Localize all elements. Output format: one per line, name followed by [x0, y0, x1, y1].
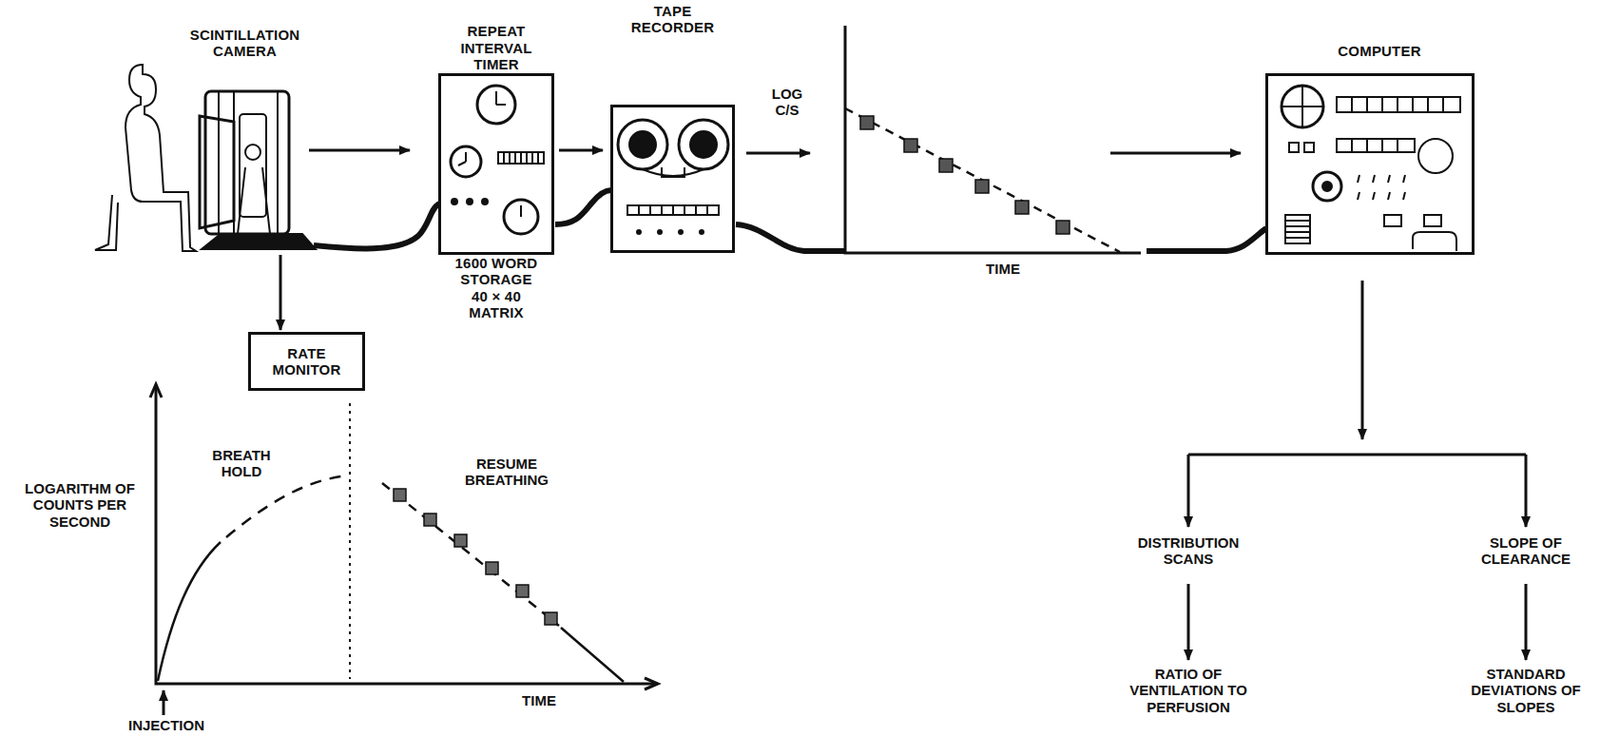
graph-label: RATIO OF VENTILATION TO PERFUSION — [1126, 665, 1251, 715]
device-label: 1600 WORD STORAGE 40 × 40 MATRIX — [452, 254, 540, 321]
device-label: SCINTILLATION CAMERA — [180, 26, 309, 60]
device-label: COMPUTER — [1303, 42, 1456, 59]
device-box: COMPUTER — [1265, 73, 1475, 255]
output-arrow — [1187, 454, 1191, 527]
graph-label: RESUME BREATHING — [444, 455, 569, 489]
output-branch — [1188, 453, 1526, 457]
flow-arrow — [559, 149, 603, 153]
process-box: RATE MONITOR — [248, 331, 366, 391]
device-box: TAPE RECORDER — [610, 104, 735, 253]
scintillation-camera — [199, 91, 316, 250]
flow-arrow — [1110, 152, 1241, 155]
flow-arrow — [308, 149, 410, 153]
graph-label: LOGARITHM OF COUNTS PER SECOND — [13, 480, 147, 530]
graph-label: INJECTION — [114, 716, 219, 733]
graph-label: TIME — [969, 260, 1037, 277]
clearance-graph — [845, 25, 1141, 253]
graph-label: DISTRIBUTION SCANS — [1121, 534, 1255, 568]
device-label: TAPE RECORDER — [610, 2, 735, 37]
box-label: RATE MONITOR — [256, 345, 357, 379]
output-arrow — [1524, 454, 1528, 527]
graph-label: STANDARD DEVIATIONS OF SLOPES — [1464, 665, 1588, 715]
cable — [1146, 228, 1267, 251]
washin-washout-graph — [150, 384, 658, 715]
device-label: REPEAT INTERVAL TIMER — [448, 22, 544, 73]
flow-arrow — [746, 152, 810, 155]
cable — [735, 224, 846, 251]
output-arrow — [1361, 280, 1365, 440]
computer-panel — [1281, 85, 1461, 251]
seated-person — [95, 64, 196, 251]
flow-arrow — [279, 254, 283, 330]
cable — [555, 190, 612, 225]
graph-label: TIME — [505, 692, 573, 709]
tape-reels — [617, 119, 729, 234]
output-arrow — [1187, 583, 1191, 660]
cable — [313, 203, 440, 249]
output-arrow — [1524, 583, 1528, 660]
graph-label: SLOPE OF CLEARANCE — [1464, 534, 1588, 568]
timer-face — [450, 85, 544, 234]
graph-label: LOG C/S — [766, 85, 809, 119]
graph-label: BREATH HOLD — [203, 446, 280, 481]
device-box: REPEAT INTERVAL TIMER1600 WORD STORAGE 4… — [438, 73, 555, 255]
camera-node: SCINTILLATION CAMERA — [180, 81, 309, 253]
